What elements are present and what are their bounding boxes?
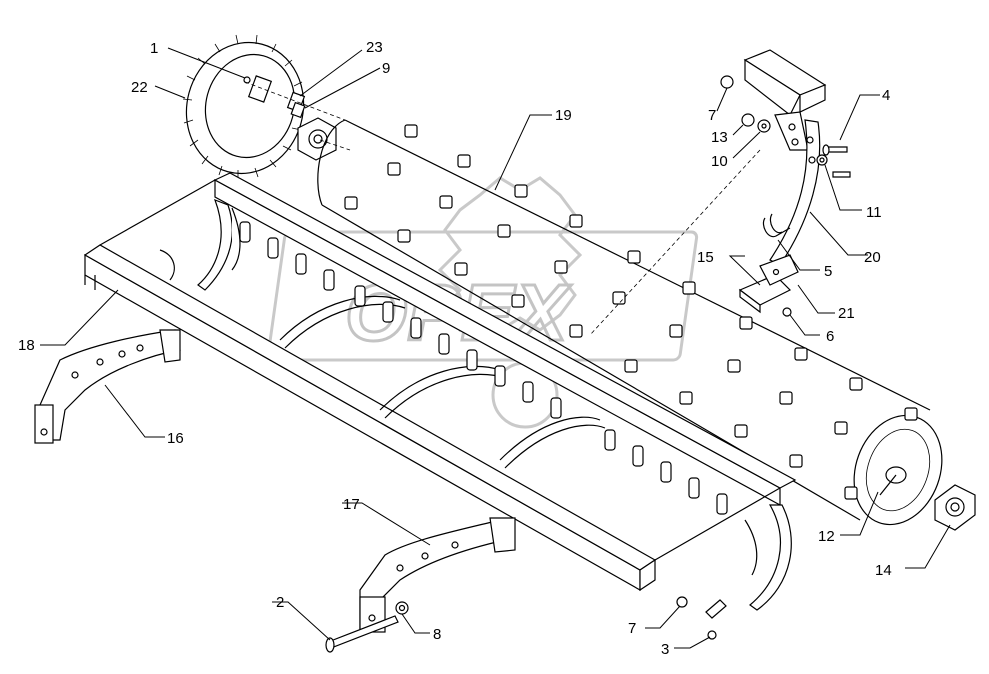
callout-20: 20: [864, 249, 881, 266]
part-11-washer: [816, 154, 828, 166]
part-17-side-bracket: [359, 517, 516, 633]
callout-7-top: 7: [708, 107, 716, 124]
part-16-side-bracket: [34, 329, 181, 444]
part-14-bearing-flange: [934, 484, 976, 531]
callout-14: 14: [875, 562, 892, 579]
callout-22: 22: [131, 79, 148, 96]
callout-labels: 1 22 23 9 19 7 13 10 4 11 20 15 5 21 6 1…: [18, 39, 892, 658]
part-4-bolt: [822, 144, 851, 178]
part-8-nut: [395, 601, 409, 615]
frame-tines: [159, 198, 792, 611]
part-7-nut-top: [720, 75, 734, 89]
part-18-frame: [83, 172, 797, 592]
part-2-bolt: [325, 615, 399, 653]
part-13-spacer: [741, 113, 755, 127]
callout-3: 3: [661, 641, 669, 658]
callout-4: 4: [882, 87, 890, 104]
callout-9: 9: [382, 60, 390, 77]
part-5-u-bolt: [762, 213, 791, 238]
callout-15: 15: [697, 249, 714, 266]
callout-11: 11: [866, 204, 882, 221]
callout-2: 2: [276, 594, 284, 611]
part-6-nut: [782, 307, 792, 317]
callout-1: 1: [150, 40, 158, 57]
part-9-bearing-flange: [297, 117, 337, 161]
part-15-scraper-blade: [738, 274, 792, 314]
callout-13: 13: [711, 129, 728, 146]
callout-17: 17: [343, 496, 360, 513]
callout-16: 16: [167, 430, 184, 447]
callout-6: 6: [826, 328, 834, 345]
callout-12: 12: [818, 528, 835, 545]
part-10-washer: [757, 119, 771, 133]
callout-8: 8: [433, 626, 441, 643]
part-7-nut-frame: [676, 596, 688, 608]
roller-studs: [344, 124, 918, 500]
callout-19: 19: [555, 107, 572, 124]
part-22-wheel-ring: [182, 34, 306, 179]
callout-23: 23: [366, 39, 383, 56]
part-21-clamp-plate: [759, 254, 799, 286]
callout-7-bottom: 7: [628, 620, 636, 637]
part-3-bolt: [705, 599, 727, 640]
part-23-clip: [286, 91, 306, 119]
frame-lugs: [239, 221, 728, 515]
callout-21: 21: [838, 305, 855, 322]
leader-lines: [40, 47, 951, 649]
part-scraper-mount: [743, 49, 827, 151]
callout-18: 18: [18, 337, 35, 354]
callout-5: 5: [824, 263, 832, 280]
callout-10: 10: [711, 153, 728, 170]
